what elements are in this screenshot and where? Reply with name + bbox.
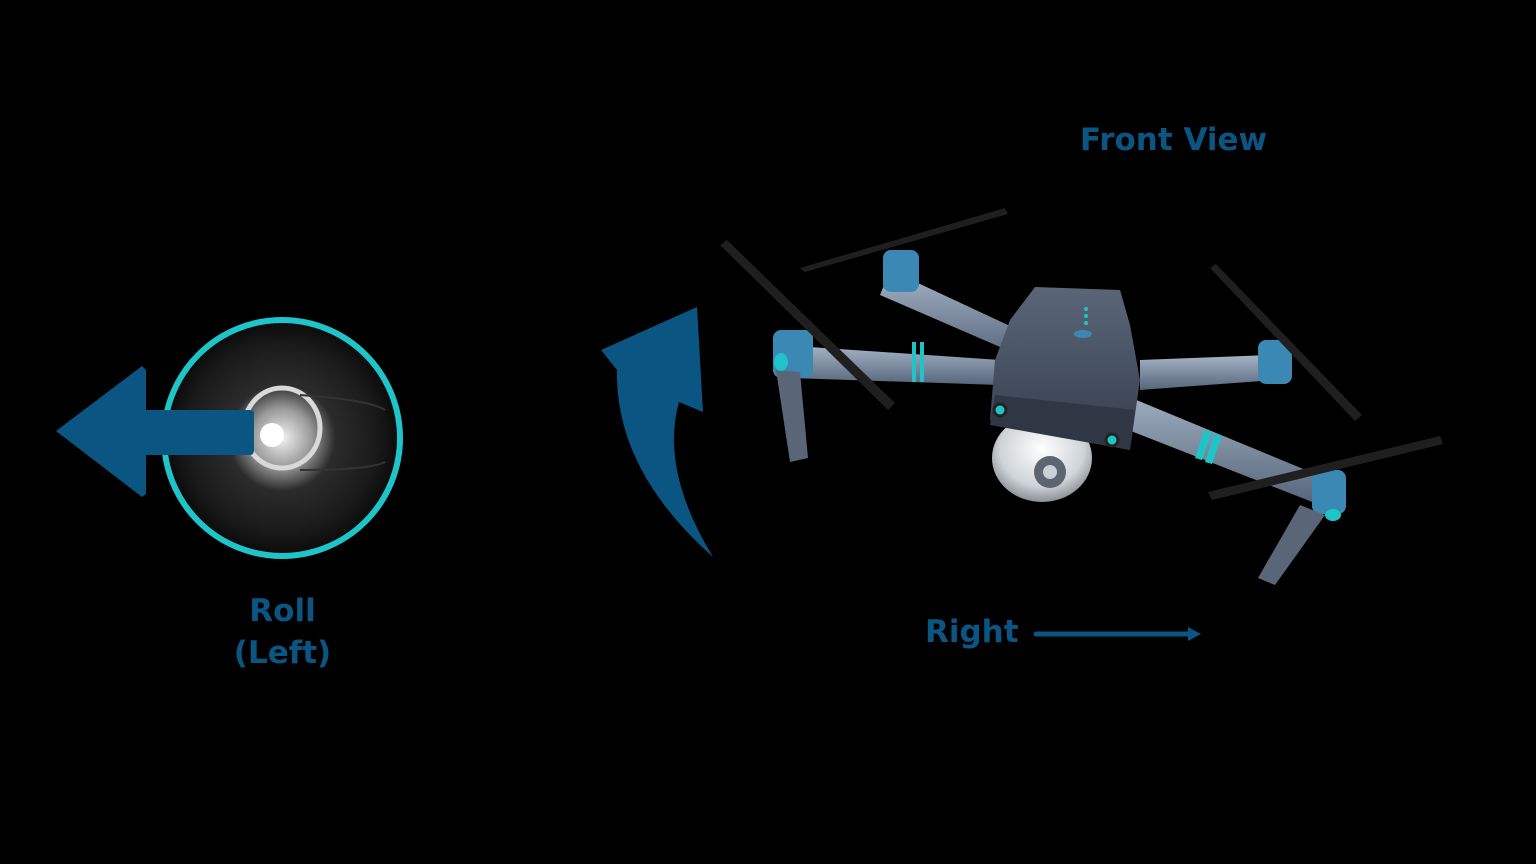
joystick-icon (161, 317, 403, 559)
curved-arrow-icon (601, 307, 713, 557)
arrow-right-icon (1033, 627, 1201, 641)
stick-label-direction: (Left) (233, 635, 332, 671)
drone-illustration (720, 208, 1443, 585)
direction-label: Right (925, 614, 1019, 650)
arrow-left-icon (56, 366, 254, 497)
view-title: Front View (1080, 122, 1268, 158)
stick-label-action: Roll (249, 593, 316, 629)
stick-label: Roll (Left) (200, 590, 365, 674)
